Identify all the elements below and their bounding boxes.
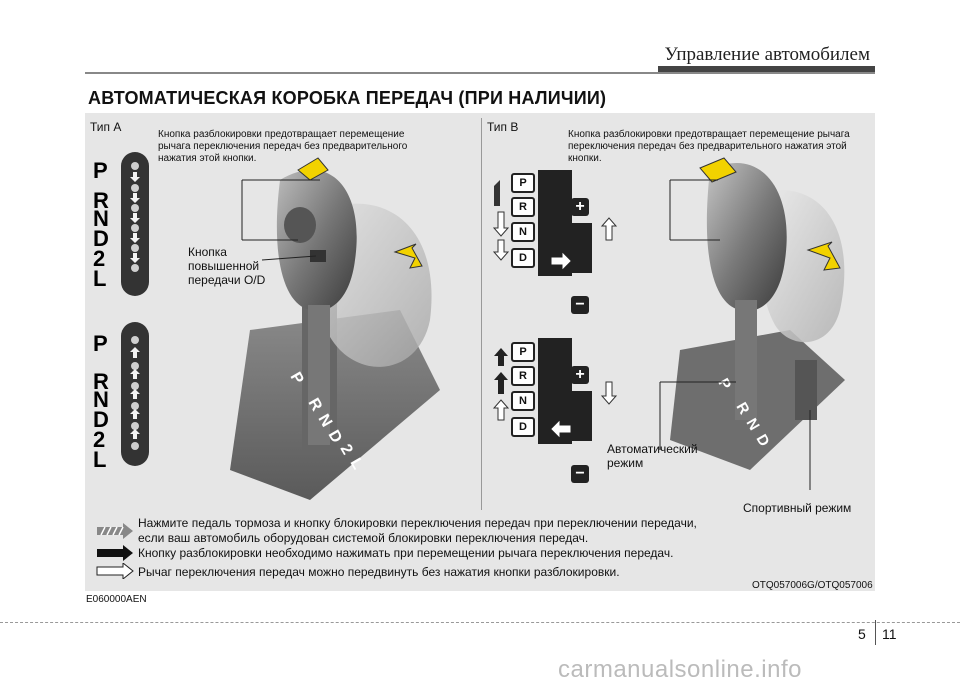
gear-letter: L	[93, 447, 107, 472]
plus-button-icon: +	[571, 198, 589, 216]
section-code: E060000AEN	[86, 594, 147, 605]
watermark: carmanualsonline.info	[558, 656, 802, 683]
gear-letter: N	[93, 387, 109, 412]
gear-letter: N	[93, 206, 109, 231]
gear-box: P	[511, 173, 535, 193]
gear-letter: 2	[93, 246, 106, 271]
type-b-label: Тип B	[487, 120, 519, 134]
header-rule	[85, 72, 875, 74]
type-b-shift-lever-illustration: P R N D	[659, 157, 845, 490]
type-a-shift-lever-illustration: P R N D 2 L	[230, 157, 440, 500]
minus-button-icon: −	[571, 296, 589, 314]
down-arrows-icon	[130, 172, 140, 263]
plus-button-icon: +	[571, 366, 589, 384]
gear-letter: P	[93, 158, 108, 183]
type-b-unlock-callout: Кнопка разблокировки предотвращает перем…	[568, 129, 850, 164]
gear-box: R	[511, 197, 535, 217]
legend-line: Рычаг переключения передач можно передви…	[138, 565, 620, 579]
legend-line: Кнопку разблокировки необходимо нажимать…	[138, 546, 674, 560]
auto-mode-label: Автоматический режим	[607, 442, 698, 470]
gear-letter: D	[93, 226, 109, 251]
gear-box: D	[511, 248, 535, 268]
gear-box: R	[511, 366, 535, 386]
page-divider	[875, 620, 876, 645]
header-rule-accent	[658, 66, 875, 72]
gear-letter: R	[93, 369, 109, 394]
type-b-gate-diagram-lower	[492, 338, 618, 444]
gear-letter: D	[93, 407, 109, 432]
legend-line: Нажмите педаль тормоза и кнопку блокиров…	[138, 516, 697, 530]
legend-line: если ваш автомобиль оборудован системой …	[138, 531, 589, 545]
gear-box: N	[511, 222, 535, 242]
gear-indicator-strip	[121, 152, 149, 296]
od-button-callout: Кнопка повышенной передачи O/D	[188, 245, 266, 287]
gear-letter: P	[93, 331, 108, 356]
up-arrows-icon	[130, 347, 140, 439]
hatched-arrow-icon	[97, 523, 133, 539]
type-a-unlock-callout: Кнопка разблокировки предотвращает перем…	[158, 129, 408, 164]
chapter-number: 5	[858, 626, 866, 642]
minus-button-icon: −	[571, 465, 589, 483]
gear-letter: R	[93, 188, 109, 213]
gear-indicator-strip	[121, 322, 149, 466]
sport-mode-label: Спортивный режим	[743, 501, 852, 515]
gear-letter: L	[93, 266, 107, 291]
type-b-gate-diagram-upper	[492, 170, 618, 276]
gear-letter: 2	[93, 427, 106, 452]
footer-rule	[0, 622, 960, 623]
gear-box: D	[511, 417, 535, 437]
panel-divider	[481, 118, 482, 510]
page-title: АВТОМАТИЧЕСКАЯ КОРОБКА ПЕРЕДАЧ (ПРИ НАЛИ…	[88, 88, 607, 108]
solid-arrow-icon	[97, 545, 133, 561]
page-number: 11	[882, 626, 897, 642]
figure-code: OTQ057006G/OTQ057006	[752, 580, 873, 591]
outline-arrow-icon	[96, 563, 134, 579]
gear-box: P	[511, 342, 535, 362]
type-a-label: Тип A	[90, 120, 122, 134]
section-header: Управление автомобилем	[664, 44, 870, 65]
gear-box: N	[511, 391, 535, 411]
